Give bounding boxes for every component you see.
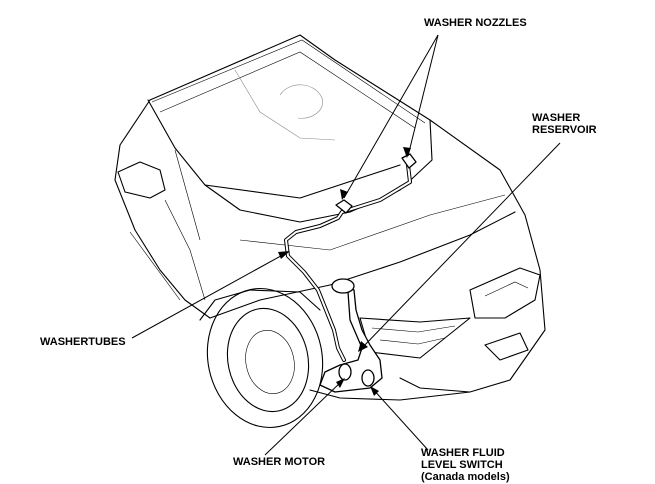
label-washer-nozzles: WASHER NOZZLES [424,17,527,29]
label-washer-reservoir-line1: WASHER [532,112,581,124]
label-washer-reservoir-line2: RESERVOIR [532,124,597,136]
washer-reservoir [319,278,383,393]
label-washer-tubes: WASHERTUBES [40,336,126,348]
washer-nozzle-right [401,153,417,169]
label-fluid-switch-line1: WASHER FLUID [421,447,505,459]
washer-tubes [284,163,412,362]
label-fluid-switch-line2: LEVEL SWITCH [421,459,503,471]
label-fluid-switch-line3: (Canada models) [421,471,510,483]
washer-nozzle-left [335,199,353,214]
washer-fluid-level-switch [361,369,375,387]
car-body [114,34,546,429]
washer-motor [338,363,352,381]
leader-lines [131,34,561,456]
label-washer-motor: WASHER MOTOR [233,456,326,468]
